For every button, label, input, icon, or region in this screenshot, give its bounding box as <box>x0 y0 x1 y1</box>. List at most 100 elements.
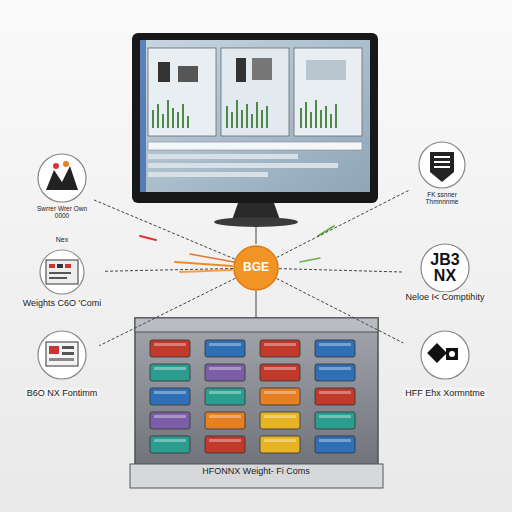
illustration-shape <box>205 364 245 381</box>
illustration-shape <box>154 343 186 346</box>
illustration-shape <box>49 346 59 354</box>
illustration-shape <box>148 163 338 168</box>
illustration-shape <box>449 351 455 357</box>
illustration-shape <box>148 142 362 150</box>
illustration-shape <box>49 277 67 279</box>
illustration-shape <box>430 152 454 182</box>
illustration-shape <box>315 388 355 405</box>
icon-left-1 <box>38 154 86 202</box>
illustration-shape <box>140 40 370 192</box>
illustration-shape <box>294 48 362 136</box>
illustration-shape <box>264 391 296 394</box>
illustration-shape <box>150 388 190 405</box>
illustration-shape <box>315 100 317 128</box>
illustration-shape <box>264 367 296 370</box>
illustration-shape <box>300 258 320 262</box>
illustration-shape <box>132 33 378 203</box>
illustration-shape <box>214 217 298 227</box>
icon-node: HFF Ehx Xormntme <box>403 330 487 398</box>
illustration-shape <box>260 340 300 357</box>
illustration-shape <box>434 166 450 168</box>
node-label: Swrrer Wrer Own 0000 <box>30 205 94 220</box>
illustration-shape <box>46 342 78 366</box>
server-rack <box>130 318 383 488</box>
illustration-shape <box>157 104 159 128</box>
connector-line <box>99 278 235 345</box>
illustration-shape <box>246 104 248 128</box>
illustration-shape <box>62 352 74 355</box>
illustration-shape <box>53 163 59 169</box>
illustration-shape <box>209 367 241 370</box>
illustration-shape <box>209 343 241 346</box>
icon-spacer <box>256 318 257 466</box>
circle-shape <box>234 246 278 290</box>
icon-right-3 <box>421 331 469 379</box>
illustration-shape <box>221 48 289 136</box>
illustration-shape <box>434 156 450 158</box>
monitor <box>132 33 378 227</box>
illustration-shape <box>421 331 469 379</box>
illustration-shape <box>62 346 74 349</box>
illustration-shape <box>236 58 246 82</box>
illustration-shape <box>190 254 234 262</box>
icon-spacer <box>61 330 62 388</box>
illustration-shape <box>226 106 228 128</box>
illustration-shape <box>46 166 78 190</box>
illustration-shape <box>236 100 238 128</box>
illustration-shape <box>140 40 146 192</box>
illustration-shape <box>167 100 169 128</box>
illustration-shape <box>264 415 296 418</box>
illustration-shape <box>148 48 216 136</box>
illustration-shape <box>319 391 351 394</box>
illustration-shape <box>319 415 351 418</box>
illustration-shape <box>154 439 186 442</box>
illustration-shape <box>135 318 378 332</box>
illustration-shape <box>205 412 245 429</box>
illustration-shape <box>148 172 268 177</box>
illustration-shape <box>154 415 186 418</box>
illustration-shape <box>178 66 198 82</box>
illustration-shape <box>231 112 233 128</box>
node-label: Neloe I< Comptihity <box>404 292 487 302</box>
illustration-shape <box>315 364 355 381</box>
illustration-shape <box>335 104 337 128</box>
illustration-shape <box>260 364 300 381</box>
illustration-shape <box>256 102 258 128</box>
illustration-shape <box>177 112 179 128</box>
node-label: Weights C6O 'Comi <box>21 298 104 308</box>
illustration-shape <box>315 340 355 357</box>
icon-spacer <box>442 141 443 191</box>
illustration-shape <box>264 439 296 442</box>
illustration-shape <box>306 60 346 80</box>
illustration-shape <box>46 260 78 284</box>
illustration-shape <box>419 142 465 188</box>
illustration-shape <box>40 250 84 294</box>
illustration-shape <box>252 58 272 80</box>
illustration-shape <box>241 110 243 128</box>
icon-node: B6O NX Fontimm <box>25 330 100 398</box>
illustration-shape <box>310 112 312 128</box>
illustration-shape <box>187 116 189 128</box>
connector-line <box>94 200 235 259</box>
illustration-shape <box>446 348 458 360</box>
connector-line <box>279 269 404 272</box>
connector-line <box>277 190 410 258</box>
illustration-shape <box>148 154 298 159</box>
illustration-shape <box>264 343 296 346</box>
illustration-shape <box>49 272 71 274</box>
illustration-shape <box>251 114 253 128</box>
illustration-shape <box>152 100 337 128</box>
illustration-shape <box>180 270 232 272</box>
illustration-shape <box>38 331 86 379</box>
illustration-shape <box>49 264 55 268</box>
illustration-shape <box>260 388 300 405</box>
illustration-shape <box>319 439 351 442</box>
illustration-shape <box>182 104 184 128</box>
icon-text: JB3 NX <box>420 244 470 292</box>
node-label: Nex <box>54 236 70 244</box>
illustration-shape <box>205 388 245 405</box>
node-label: HFONNX Weight- Fi Coms <box>200 466 311 476</box>
illustration-shape <box>158 62 170 82</box>
